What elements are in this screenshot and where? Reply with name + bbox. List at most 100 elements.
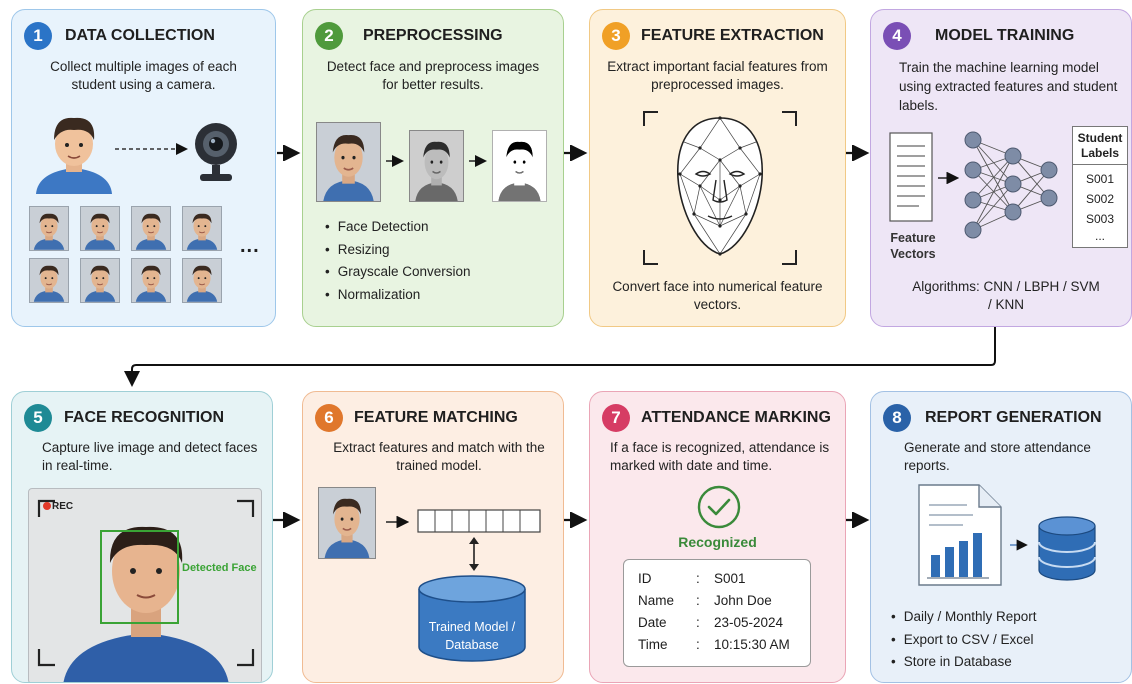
live-camera-frame: Detected Face REC bbox=[28, 488, 262, 682]
arrow-right-icon bbox=[469, 155, 487, 167]
student-avatar-icon bbox=[36, 117, 112, 194]
step-card-preprocessing: 2 PREPROCESSING Detect face and preproce… bbox=[302, 9, 564, 327]
list-item: S001 bbox=[1086, 172, 1115, 186]
step-card-face-recognition: 5 FACE RECOGNITION Capture live image an… bbox=[11, 391, 273, 683]
step-number: 3 bbox=[602, 22, 630, 50]
captured-face-image bbox=[318, 487, 376, 559]
list-item: S003 bbox=[1086, 212, 1115, 226]
student-labels-box: Student Labels S001 S002 S003 ... bbox=[1072, 126, 1128, 248]
face-mesh-icon bbox=[643, 111, 797, 265]
record-row-name: Name:John Doe bbox=[638, 593, 772, 608]
flow-arrow bbox=[273, 512, 301, 528]
sample-face-image bbox=[131, 258, 171, 303]
step-number: 8 bbox=[883, 404, 911, 432]
flow-arrow bbox=[846, 145, 870, 161]
sample-face-image bbox=[182, 206, 222, 251]
step-title: ATTENDANCE MARKING bbox=[641, 409, 831, 426]
sample-face-image bbox=[182, 258, 222, 303]
feature-vectors-label: Feature Vectors bbox=[890, 231, 936, 261]
detected-face-box bbox=[100, 530, 179, 624]
record-row-id: ID:S001 bbox=[638, 571, 746, 586]
database-label: Trained Model / Database bbox=[428, 620, 516, 652]
normalized-face-image bbox=[492, 130, 547, 202]
step-card-feature-extraction: 3 FEATURE EXTRACTION Extract important f… bbox=[589, 9, 846, 327]
step-number: 2 bbox=[315, 22, 343, 50]
flow-arrow bbox=[564, 145, 588, 161]
feature-vector-icon bbox=[417, 509, 541, 533]
feature-vectors-document-icon bbox=[889, 132, 933, 222]
original-face-image bbox=[316, 122, 381, 202]
list-item: Store in Database bbox=[891, 651, 1037, 674]
list-item: Resizing bbox=[325, 239, 471, 262]
detected-face-label: Detected Face bbox=[182, 562, 257, 574]
step-number: 1 bbox=[24, 22, 52, 50]
webcam-icon bbox=[195, 123, 237, 181]
step-card-model-training: 4 MODEL TRAINING Train the machine learn… bbox=[870, 9, 1132, 327]
flow-connector-arrow bbox=[124, 327, 996, 387]
dashed-arrow bbox=[115, 143, 188, 155]
list-item: Daily / Monthly Report bbox=[891, 606, 1037, 629]
step-footer: Algorithms: CNN / LBPH / SVM / KNN bbox=[912, 279, 1100, 312]
step-description: Train the machine learning model using e… bbox=[899, 60, 1118, 113]
flow-arrow bbox=[564, 512, 588, 528]
rec-indicator: REC bbox=[43, 501, 73, 512]
double-arrow-icon bbox=[469, 537, 479, 571]
step-description: Generate and store attendance reports. bbox=[904, 440, 1091, 473]
record-row-time: Time:10:15:30 AM bbox=[638, 637, 790, 652]
step-title: FEATURE MATCHING bbox=[354, 409, 518, 426]
step-number: 7 bbox=[602, 404, 630, 432]
recognized-status: Recognized bbox=[678, 534, 757, 550]
arrow-right-icon bbox=[386, 155, 404, 167]
step-title: REPORT GENERATION bbox=[925, 409, 1102, 426]
step-card-report-generation: 8 REPORT GENERATION Generate and store a… bbox=[870, 391, 1132, 683]
step-description: Detect face and preprocess images for be… bbox=[326, 59, 540, 92]
step-description: Capture live image and detect faces in r… bbox=[42, 440, 258, 473]
step-footer: Convert face into numerical feature vect… bbox=[612, 279, 823, 312]
step-description: Collect multiple images of each student … bbox=[50, 59, 237, 92]
list-item: ... bbox=[1095, 229, 1106, 243]
record-row-date: Date:23-05-2024 bbox=[638, 615, 784, 630]
list-item: Grayscale Conversion bbox=[325, 261, 471, 284]
student-labels-title: Student Labels bbox=[1073, 127, 1127, 165]
step-card-data-collection: 1 DATA COLLECTION Collect multiple image… bbox=[11, 9, 276, 327]
step-description: Extract features and match with the trai… bbox=[333, 440, 545, 473]
rec-dot-icon bbox=[43, 502, 51, 510]
rec-label: REC bbox=[52, 501, 74, 512]
step-number: 5 bbox=[24, 404, 52, 432]
step-title: DATA COLLECTION bbox=[65, 27, 215, 44]
flow-arrow bbox=[846, 512, 870, 528]
arrow-right-icon bbox=[938, 172, 960, 184]
sample-face-image bbox=[29, 206, 69, 251]
live-face-photo bbox=[63, 526, 229, 682]
step-title: FEATURE EXTRACTION bbox=[641, 27, 824, 44]
step-title: PREPROCESSING bbox=[363, 27, 503, 44]
attendance-record-card: ID:S001 Name:John Doe Date:23-05-2024 Ti… bbox=[623, 559, 811, 667]
step-title: FACE RECOGNITION bbox=[64, 409, 225, 426]
step-description: If a face is recognized, attendance is m… bbox=[610, 440, 830, 473]
more-images-ellipsis: ... bbox=[240, 235, 260, 257]
sample-face-image bbox=[80, 206, 120, 251]
camera-corner-brackets bbox=[37, 499, 255, 667]
list-item: Normalization bbox=[325, 284, 471, 307]
step-title: MODEL TRAINING bbox=[935, 27, 1075, 44]
step-number: 6 bbox=[315, 404, 343, 432]
list-item: Face Detection bbox=[325, 216, 471, 239]
list-item: Export to CSV / Excel bbox=[891, 629, 1037, 652]
flow-arrow bbox=[277, 145, 301, 161]
arrow-right-icon bbox=[386, 516, 410, 528]
sample-face-image bbox=[29, 258, 69, 303]
neural-network-icon bbox=[964, 131, 1058, 239]
database-icon bbox=[418, 575, 526, 662]
step-description: Extract important facial features from p… bbox=[607, 59, 828, 92]
sample-face-image bbox=[131, 206, 171, 251]
check-circle-icon bbox=[697, 485, 741, 529]
step-card-attendance-marking: 7 ATTENDANCE MARKING If a face is recogn… bbox=[589, 391, 846, 683]
database-icon bbox=[1038, 516, 1096, 581]
report-document-icon bbox=[918, 484, 1002, 586]
list-item: S002 bbox=[1086, 192, 1115, 206]
step-number: 4 bbox=[883, 22, 911, 50]
step-card-feature-matching: 6 FEATURE MATCHING Extract features and … bbox=[302, 391, 564, 683]
sample-face-image bbox=[80, 258, 120, 303]
report-options-list: Daily / Monthly Report Export to CSV / E… bbox=[891, 606, 1037, 674]
grayscale-face-image bbox=[409, 130, 464, 202]
